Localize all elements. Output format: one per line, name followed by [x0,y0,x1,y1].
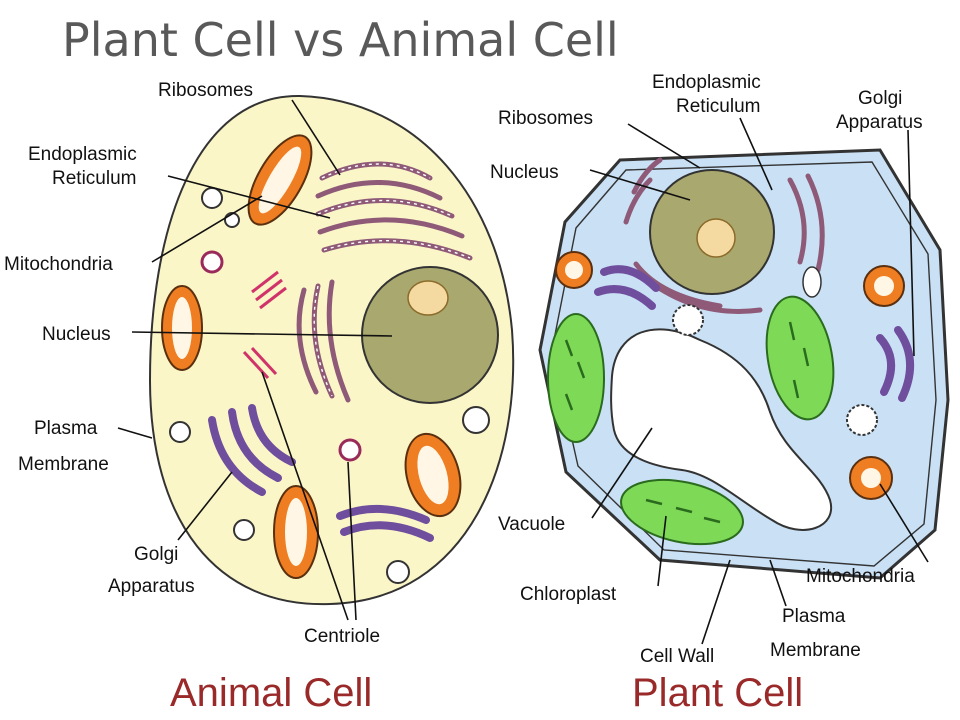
animal-label-golgi-line2: Apparatus [108,576,195,597]
plant-label-plasma-line2: Membrane [770,640,861,661]
animal-caption: Animal Cell [170,671,372,715]
plant-golgi-apparatus [594,265,915,402]
plant-cell: Endoplasmic Reticulum Golgi Apparatus Ri… [490,72,950,715]
animal-label-ribosomes: Ribosomes [158,80,253,101]
animal-vesicles [169,187,490,584]
plant-endoplasmic-reticulum [623,157,825,314]
plant-nucleolus [696,218,736,258]
plant-leader-lines [589,117,929,645]
animal-label-golgi-line1: Golgi [134,544,178,565]
animal-label-er-line1: Endoplasmic [28,144,137,165]
plant-caption: Plant Cell [632,671,803,715]
animal-label-centriole: Centriole [304,626,380,647]
animal-mitochondria [161,134,462,579]
plant-label-nucleus: Nucleus [490,162,559,183]
plant-chloroplasts [547,295,835,546]
plant-vesicle [802,266,822,298]
plant-label-vacuole: Vacuole [498,514,565,535]
plant-vesicle [672,304,704,336]
animal-label-er-line2: Reticulum [52,168,136,189]
plant-label-er-line1: Endoplasmic [652,72,761,93]
plant-label-plasma-line1: Plasma [782,606,846,627]
plant-label-ribosomes: Ribosomes [498,108,593,129]
animal-label-nucleus: Nucleus [42,324,111,345]
animal-leader-lines [117,99,393,621]
animal-label-plasma-line2: Membrane [18,454,109,475]
animal-golgi-apparatus [208,404,434,542]
animal-label-mitochondria: Mitochondria [4,254,113,275]
plant-cell-wall [538,148,950,580]
plant-label-mitochondria: Mitochondria [806,566,915,587]
plant-label-er-line2: Reticulum [676,96,760,117]
plant-label-cell-wall: Cell Wall [640,646,714,667]
animal-label-plasma-line1: Plasma [34,418,98,439]
plant-label-chloroplast: Chloroplast [520,584,617,605]
plant-label-golgi-line2: Apparatus [836,112,923,133]
animal-nucleolus [407,280,449,316]
plant-plasma-membrane [551,161,937,567]
page-title: Plant Cell vs Animal Cell [62,13,619,67]
animal-lysosome [200,250,224,274]
animal-lysosome [338,438,362,462]
animal-centrioles [242,270,287,380]
plant-label-golgi-line1: Golgi [858,88,902,109]
plant-vesicle [846,404,878,436]
animal-cell: Ribosomes Endoplasmic Reticulum Mitochon… [4,80,515,715]
plant-vacuole [610,328,833,531]
